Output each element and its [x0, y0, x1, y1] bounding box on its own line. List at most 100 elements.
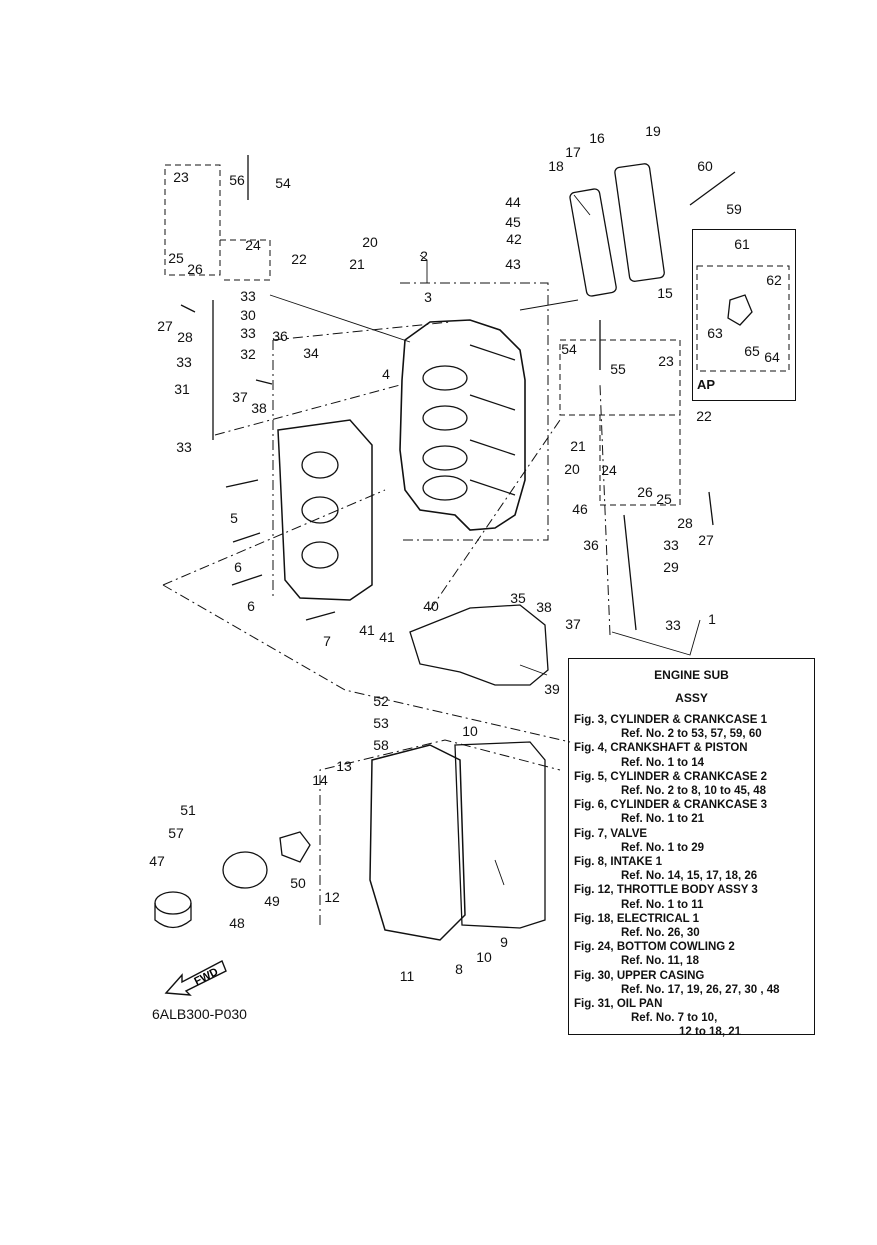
callout-23: 23	[173, 169, 189, 185]
callout-33-c: 33	[176, 354, 192, 370]
callout-54b: 54	[561, 341, 577, 357]
info-fig-row: Fig. 8, INTAKE 1	[574, 856, 662, 869]
callout-21b: 21	[570, 438, 586, 454]
callout-39: 39	[544, 681, 560, 697]
info-fig-row: Fig. 30, UPPER CASING	[574, 969, 705, 982]
callout-55: 55	[610, 361, 626, 377]
callout-65: 65	[744, 343, 760, 359]
info-rows: Fig. 3, CYLINDER & CRANKCASE 1 Ref. No. 2…	[569, 713, 814, 1040]
callout-24: 24	[245, 237, 261, 253]
callout-7: 7	[323, 633, 331, 649]
fwd-label: FWD	[192, 966, 220, 988]
info-fig-row: Fig. 5, CYLINDER & CRANKCASE 2	[574, 770, 767, 783]
callout-64: 64	[764, 349, 780, 365]
callout-23b: 23	[658, 353, 674, 369]
callout-10: 10	[462, 723, 478, 739]
info-fig-row: Fig. 7, VALVE	[574, 827, 648, 840]
callout-33-e: 33	[663, 537, 679, 553]
info-fig-row: Fig. 3, CYLINDER & CRANKCASE 1	[574, 714, 767, 726]
info-ref-row: Ref. No. 2 to 8, 10 to 45, 48	[621, 785, 767, 798]
callout-26b: 26	[637, 484, 653, 500]
callout-6: 6	[234, 559, 242, 575]
callout-30: 30	[240, 307, 256, 323]
info-ref-row: 12 to 18, 21	[679, 1026, 742, 1039]
info-ref-row: Ref. No. 17, 19, 26, 27, 30 , 48	[621, 983, 780, 996]
info-ref-row: Ref. No. 26, 30	[621, 927, 700, 940]
callout-24b: 24	[601, 462, 617, 478]
callout-47: 47	[149, 853, 165, 869]
callout-36: 36	[272, 328, 288, 344]
callout-53: 53	[373, 715, 389, 731]
callout-49: 49	[264, 893, 280, 909]
info-ref-row: Ref. No. 7 to 10,	[631, 1012, 718, 1025]
callout-34: 34	[303, 345, 319, 361]
callout-37: 37	[232, 389, 248, 405]
callout-14: 14	[312, 772, 328, 788]
callout-54: 54	[275, 175, 291, 191]
callout-33-d: 33	[176, 439, 192, 455]
info-title-line2: ASSY	[675, 691, 708, 705]
info-ref-row: Ref. No. 1 to 11	[621, 898, 704, 911]
info-ref-row: Ref. No. 1 to 21	[621, 813, 705, 826]
info-fig-row: Fig. 18, ELECTRICAL 1	[574, 912, 700, 925]
callout-21: 21	[349, 256, 365, 272]
callout-58: 58	[373, 737, 389, 753]
callout-60: 60	[697, 158, 713, 174]
callout-16: 16	[589, 130, 605, 146]
callout-9: 9	[500, 934, 508, 950]
callout-36b: 36	[583, 537, 599, 553]
callout-4: 4	[382, 366, 390, 382]
callout-56: 56	[229, 172, 245, 188]
callout-27: 27	[157, 318, 173, 334]
callout-25: 25	[168, 250, 184, 266]
callout-46: 46	[572, 501, 588, 517]
info-ref-row: Ref. No. 1 to 29	[621, 841, 705, 854]
info-fig-row: Fig. 12, THROTTLE BODY ASSY 3	[574, 884, 758, 897]
callout-20b: 20	[564, 461, 580, 477]
callout-35: 35	[510, 590, 526, 606]
callout-63: 63	[707, 325, 723, 341]
info-ref-row: Ref. No. 2 to 53, 57, 59, 60	[621, 728, 762, 741]
callout-41b: 41	[379, 629, 395, 645]
callout-33-a: 33	[240, 288, 256, 304]
ap-variant-box	[692, 229, 796, 401]
callout-27b: 27	[698, 532, 714, 548]
callout-17: 17	[565, 144, 581, 160]
callout-1: 1	[708, 611, 716, 627]
callout-44: 44	[505, 194, 521, 210]
callout-29: 29	[663, 559, 679, 575]
callout-40: 40	[423, 598, 439, 614]
callout-2: 2	[420, 248, 428, 264]
callout-10b: 10	[476, 949, 492, 965]
callout-48: 48	[229, 915, 245, 931]
callout-28b: 28	[677, 515, 693, 531]
info-fig-row: Fig. 24, BOTTOM COWLING 2	[574, 941, 735, 954]
callout-51: 51	[180, 802, 196, 818]
callout-13: 13	[336, 758, 352, 774]
info-fig-row: Fig. 31, OIL PAN	[574, 998, 663, 1011]
callout-22: 22	[291, 251, 307, 267]
callout-43: 43	[505, 256, 521, 272]
callout-12: 12	[324, 889, 340, 905]
info-fig-row: Fig. 6, CYLINDER & CRANKCASE 3	[574, 799, 767, 812]
callout-8: 8	[455, 961, 463, 977]
callout-15: 15	[657, 285, 673, 301]
info-ref-row: Ref. No. 14, 15, 17, 18, 26	[621, 870, 758, 883]
callout-11: 11	[399, 968, 415, 984]
info-fig-row: Fig. 4, CRANKSHAFT & PISTON	[574, 742, 748, 755]
info-ref-row: Ref. No. 1 to 14	[621, 756, 705, 769]
callout-38b: 38	[536, 599, 552, 615]
callout-42: 42	[506, 231, 522, 247]
diagram-code: 6ALB300-P030	[152, 1006, 247, 1022]
engine-sub-assy-info-box: ENGINE SUB ASSY Fig. 3, CYLINDER & CRANK…	[568, 658, 815, 1038]
callout-61: 61	[734, 236, 750, 252]
callout-20: 20	[362, 234, 378, 250]
callout-26: 26	[187, 261, 203, 277]
callout-57: 57	[168, 825, 184, 841]
callout-59: 59	[726, 201, 742, 217]
callout-33-f: 33	[665, 617, 681, 633]
callout-28: 28	[177, 329, 193, 345]
fwd-arrow-icon: FWD	[164, 957, 228, 997]
